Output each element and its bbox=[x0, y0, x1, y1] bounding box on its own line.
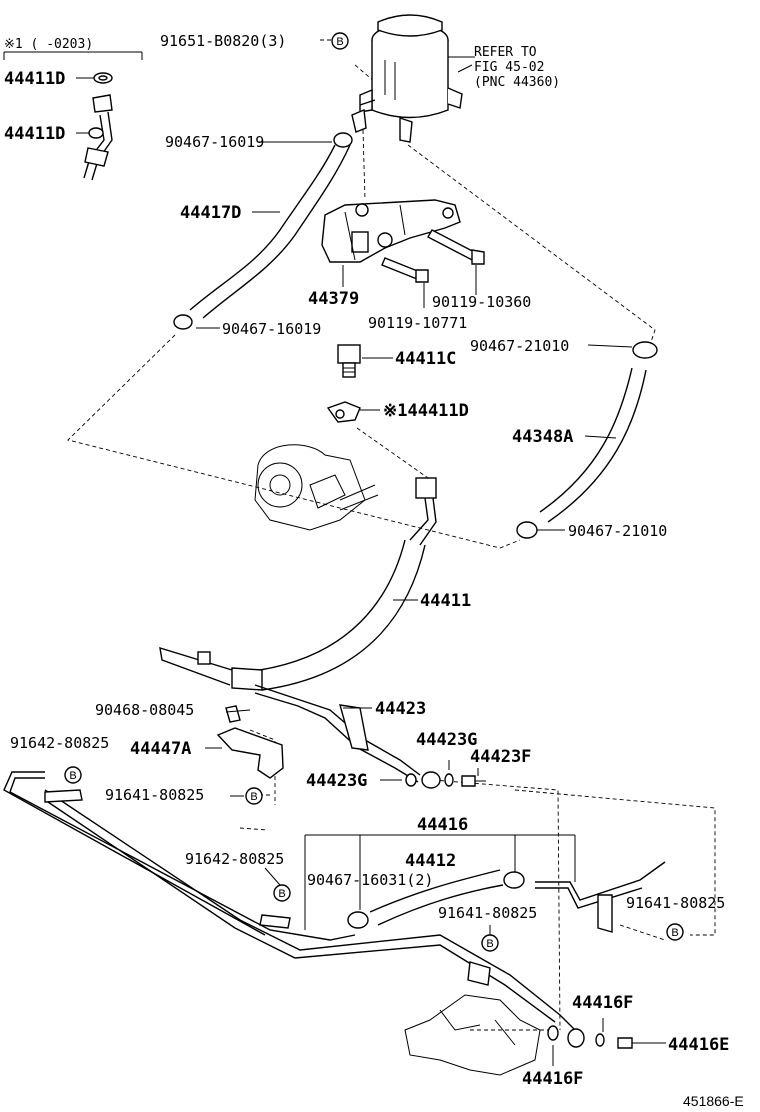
label-90119-10771: 90119-10771 bbox=[368, 314, 467, 332]
power-steering-pump bbox=[254, 444, 379, 531]
steering-gear-housing bbox=[404, 994, 541, 1076]
label-44423G-a: 44423G bbox=[416, 730, 477, 750]
label-44412: 44412 bbox=[405, 851, 456, 871]
svg-text:B: B bbox=[69, 770, 76, 782]
circle-b-symbols: B B B B B B bbox=[64, 32, 684, 952]
label-44416F-a: 44416F bbox=[572, 993, 633, 1013]
hose-44412 bbox=[347, 861, 666, 933]
label-91641-80825-b: 91641-80825 bbox=[438, 904, 537, 922]
label-44416E: 44416E bbox=[668, 1035, 729, 1055]
label-44416F-b: 44416F bbox=[522, 1069, 583, 1089]
label-91642-80825-b: 91642-80825 bbox=[185, 850, 284, 868]
svg-text:B: B bbox=[250, 791, 257, 803]
label-91641-80825-a: 91641-80825 bbox=[105, 786, 204, 804]
label-44411D-c: ※144411D bbox=[383, 401, 469, 421]
circle-b-symbol: B bbox=[481, 934, 499, 952]
circle-b-symbol: B bbox=[666, 923, 684, 941]
refer-line3: (PNC 44360) bbox=[474, 75, 560, 90]
label-90467-16031: 90467-16031(2) bbox=[307, 871, 433, 889]
label-91641-80825-c: 91641-80825 bbox=[626, 894, 725, 912]
hose-44348A bbox=[516, 341, 658, 539]
leader-lines bbox=[3, 51, 666, 1066]
label-44411D-b: 44411D bbox=[4, 124, 65, 144]
label-91642-80825-a: 91642-80825 bbox=[10, 734, 109, 752]
label-90467-16019-a: 90467-16019 bbox=[165, 133, 264, 151]
circle-b-symbol: B bbox=[273, 884, 291, 902]
label-44423: 44423 bbox=[375, 699, 426, 719]
hose-44417D bbox=[173, 132, 353, 330]
fitting-44411C bbox=[337, 344, 361, 378]
reservoir-tank bbox=[351, 14, 463, 143]
refer-line2: FIG 45-02 bbox=[474, 60, 544, 75]
inset-parts bbox=[83, 72, 113, 181]
bracket-44379 bbox=[321, 199, 485, 283]
label-44417D: 44417D bbox=[180, 203, 241, 223]
return-tube-44423 bbox=[225, 684, 486, 789]
tube-assembly-44416 bbox=[3, 771, 645, 1049]
circle-b-symbol: B bbox=[245, 787, 263, 805]
label-44447A: 44447A bbox=[130, 739, 191, 759]
footnote-header: ※1 ( -0203) bbox=[4, 37, 93, 52]
label-44348A: 44348A bbox=[512, 427, 573, 447]
label-90468-08045: 90468-08045 bbox=[95, 701, 194, 719]
svg-text:B: B bbox=[336, 36, 343, 48]
label-90467-16019-b: 90467-16019 bbox=[222, 320, 321, 338]
label-44411D-a: 44411D bbox=[4, 69, 65, 89]
figure-id: 451866-E bbox=[683, 1093, 744, 1109]
pressure-hose-44411 bbox=[159, 477, 437, 691]
washer-44411D bbox=[326, 401, 361, 423]
label-44379: 44379 bbox=[308, 289, 359, 309]
label-91651: 91651-B0820(3) bbox=[160, 32, 286, 50]
label-44416: 44416 bbox=[417, 815, 468, 835]
label-44411C: 44411C bbox=[395, 349, 456, 369]
label-90119-10360: 90119-10360 bbox=[432, 293, 531, 311]
bracket-44447A bbox=[216, 727, 284, 779]
svg-text:B: B bbox=[278, 888, 285, 900]
label-44423F: 44423F bbox=[470, 747, 531, 767]
label-90467-21010-b: 90467-21010 bbox=[568, 522, 667, 540]
label-44423G-b: 44423G bbox=[306, 771, 367, 791]
circle-b-symbol: B bbox=[331, 32, 349, 50]
svg-text:B: B bbox=[486, 938, 493, 950]
refer-line1: REFER TO bbox=[474, 45, 537, 60]
label-44411: 44411 bbox=[420, 591, 471, 611]
part-labels: ※1 ( -0203) 44411D 44411D 91651-B0820(3)… bbox=[4, 32, 744, 1109]
label-90467-21010-a: 90467-21010 bbox=[470, 337, 569, 355]
circle-b-symbol: B bbox=[64, 766, 82, 784]
svg-text:B: B bbox=[671, 927, 678, 939]
